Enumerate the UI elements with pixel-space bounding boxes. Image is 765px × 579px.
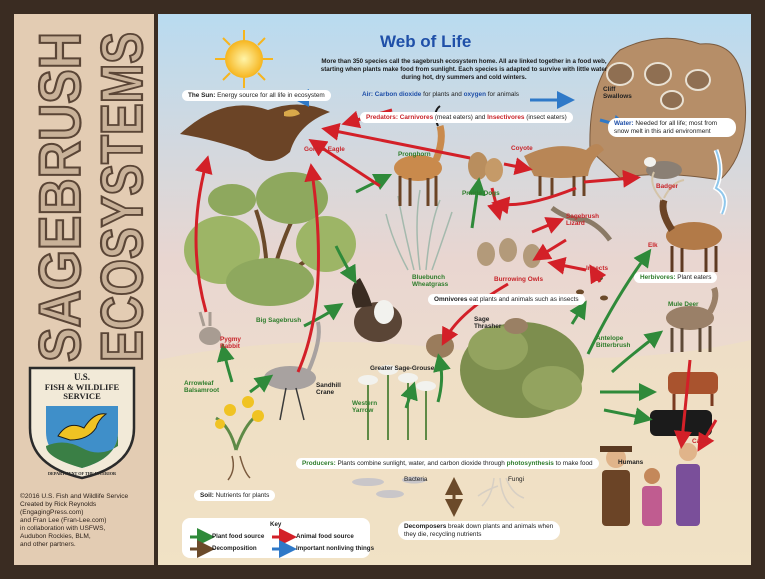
label-elk: Elk — [648, 242, 658, 249]
label-pygmy-rabbit: Pygmy Rabbit — [220, 336, 250, 351]
sidebar-title: SAGEBRUSH ECOSYSTEMS — [16, 16, 154, 366]
herbivores-callout: Herbivores: Plant eaters — [634, 272, 717, 283]
air-callout: Air: Carbon dioxide for plants and oxyge… — [362, 91, 519, 98]
label-arrowleaf-balsamroot: Arrowleaf Balsamroot — [184, 380, 232, 395]
credit-line: and other partners. — [20, 541, 76, 549]
legend-item: Decomposition — [212, 545, 257, 552]
label-cattle: Cattle — [692, 438, 710, 445]
legend-title: Key — [270, 521, 281, 528]
label-bluebunch-wheatgrass: Bluebunch Wheatgrass — [412, 274, 462, 289]
antelope-bitterbrush-icon — [460, 322, 584, 418]
label-antelope-bitterbrush: Antelope Bitterbrush — [596, 335, 642, 350]
predators-callout: Predators: Carnivores (meat eaters) and … — [360, 112, 573, 123]
label-burrowing-owls: Burrowing Owls — [494, 276, 543, 283]
label-golden-eagle: Golden Eagle — [304, 146, 345, 153]
label-pronghorn: Pronghorn — [398, 151, 431, 158]
fws-line1: U.S. — [74, 372, 90, 382]
label-prairie-dogs: Prairie Dogs — [462, 190, 500, 197]
label-western-yarrow: Western Yarrow — [352, 400, 392, 415]
label-insects: Insects — [586, 265, 608, 272]
legend-item: Plant food source — [212, 533, 264, 540]
label-bacteria: Bacteria — [404, 476, 427, 483]
intro-text: More than 350 species call the sagebrush… — [318, 58, 610, 82]
fws-line3: SERVICE — [63, 391, 101, 401]
sun-icon — [215, 30, 273, 88]
decomposers-callout: Decomposers break down plants and animal… — [398, 521, 560, 540]
sun-callout: The Sun: Energy source for all life in e… — [182, 90, 331, 101]
label-badger: Badger — [656, 183, 678, 190]
label-humans: Humans — [618, 459, 643, 466]
label-big-sagebrush: Big Sagebrush — [256, 317, 301, 324]
label-sandhill-crane: Sandhill Crane — [316, 382, 350, 397]
soil-callout: Soil: Nutrients for plants — [194, 490, 275, 501]
legend-item: Animal food source — [296, 533, 354, 540]
page-title: Web of Life — [380, 32, 471, 52]
legend-item: Important nonliving things — [296, 545, 374, 552]
label-cliff-swallows: Cliff Swallows — [603, 86, 639, 101]
fws-dept: DEPARTMENT OF THE INTERIOR — [48, 471, 117, 476]
water-callout: Water: Needed for all life; most from sn… — [608, 118, 736, 137]
fws-logo: U.S. FISH & WILDLIFE SERVICE DEPARTMENT … — [24, 362, 140, 480]
sage-grouse-hen-icon — [426, 334, 454, 358]
label-mule-deer: Mule Deer — [668, 301, 699, 308]
sage-thrasher-icon — [504, 318, 528, 334]
producers-callout: Producers: Plants combine sunlight, wate… — [296, 458, 599, 469]
label-sagebrush-lizard: Sagebrush Lizard — [566, 213, 606, 228]
label-coyote: Coyote — [511, 145, 533, 152]
omnivores-callout: Omnivores eat plants and animals such as… — [428, 294, 585, 305]
label-fungi: Fungi — [508, 476, 524, 483]
label-greater-sage-grouse: Greater Sage-Grouse — [370, 365, 434, 372]
label-sage-thrasher: Sage Thrasher — [474, 316, 504, 331]
sidebar-title-line2: ECOSYSTEMS — [90, 32, 154, 362]
sidebar-title-line1: SAGEBRUSH — [28, 32, 93, 362]
